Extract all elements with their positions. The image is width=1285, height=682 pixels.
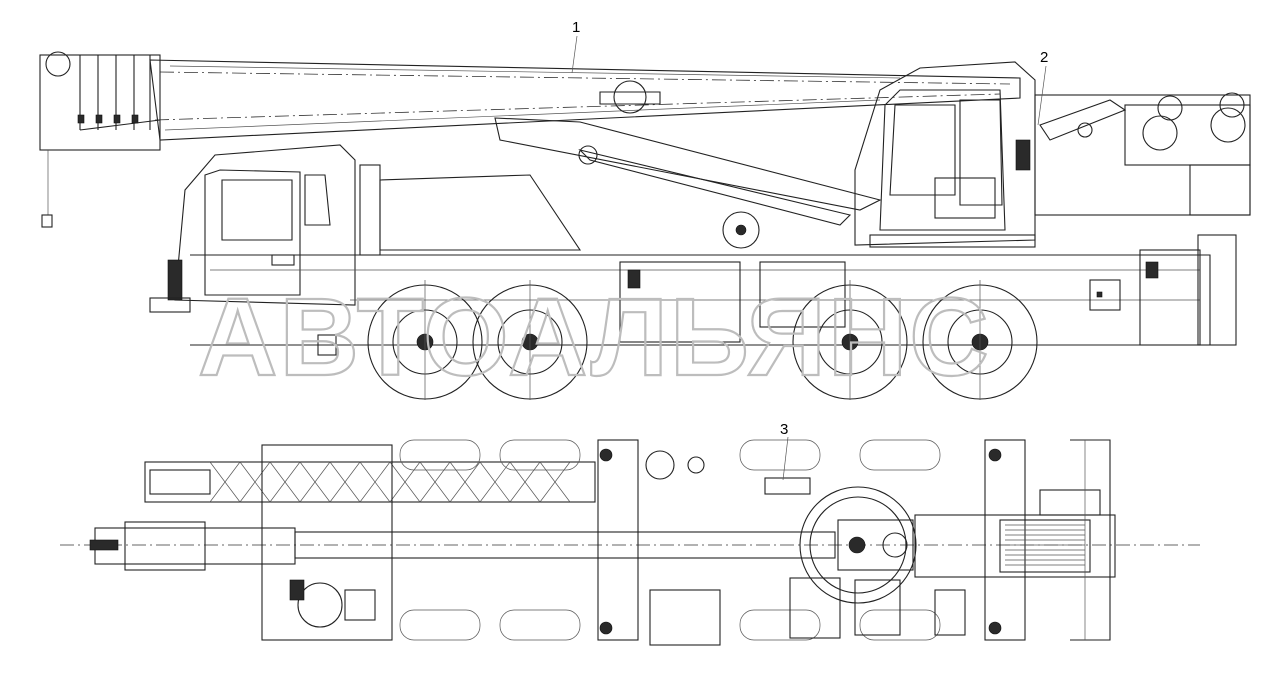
- boom: [39, 51, 1021, 249]
- callout-3-label: 3: [780, 421, 788, 438]
- counterweight: [1034, 92, 1251, 216]
- callout-2: 2: [1037, 49, 1048, 126]
- slewing-ring: [799, 486, 917, 604]
- rear-deck-top: [645, 439, 1116, 646]
- wheels: [367, 280, 1038, 400]
- callout-1: 1: [571, 19, 580, 74]
- callout-1-label: 1: [572, 19, 580, 36]
- telescopic-boom: [89, 521, 836, 571]
- cab-top: [261, 444, 393, 641]
- carrier-cab: [149, 144, 356, 313]
- top-view: [60, 439, 1200, 646]
- callout-3: 3: [780, 421, 789, 481]
- callout-2-label: 2: [1040, 49, 1048, 66]
- side-view: [39, 51, 1251, 400]
- watermark-text: АВТОАЛЬЯНС: [198, 276, 991, 399]
- outriggers: [597, 439, 1026, 641]
- tyres-top: [399, 439, 941, 641]
- lattice-jib: [144, 461, 596, 503]
- crane-cab: [854, 61, 1036, 248]
